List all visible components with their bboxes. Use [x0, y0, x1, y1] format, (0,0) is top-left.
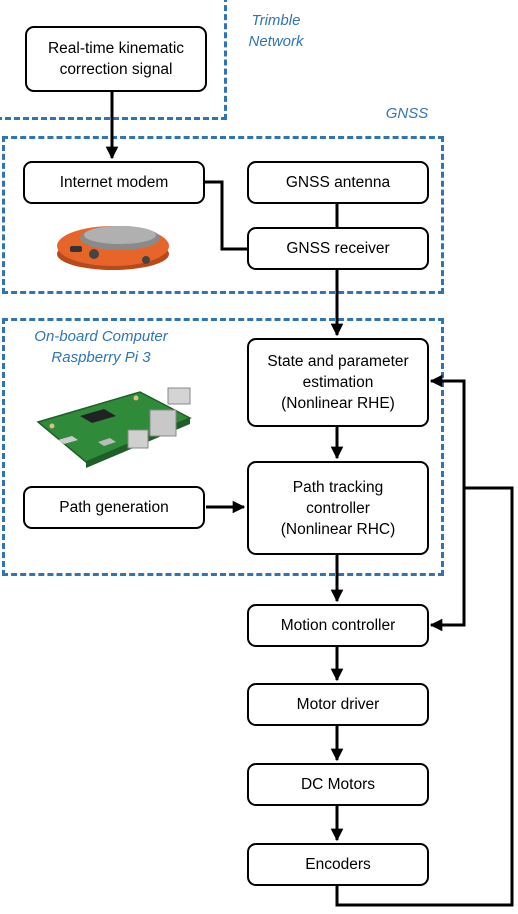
- gnss-region: [2, 136, 444, 294]
- encoders-box: Encoders: [247, 843, 429, 886]
- internet-modem-box: Internet modem: [23, 161, 205, 204]
- gnss-antenna-box: GNSS antenna: [247, 161, 429, 204]
- onboard-computer-region: [2, 318, 444, 576]
- edge-encoders-feedback-to-estimation: [335, 374, 514, 907]
- trimble-network-label: Trimble Network: [248, 12, 304, 50]
- edge-feedback-to-motion: [429, 488, 466, 632]
- motor-driver-box: Motor driver: [247, 683, 429, 726]
- onboard-computer-label: On-board Computer Raspberry Pi 3: [34, 328, 168, 366]
- motion-controller-box: Motion controller: [247, 604, 429, 647]
- path-generation-box: Path generation: [23, 486, 205, 529]
- gnss-receiver-device-image: [57, 226, 169, 270]
- dc-motors-box: DC Motors: [247, 763, 429, 806]
- edge-modem-to-receiver: [204, 180, 248, 251]
- path-tracking-controller-box: Path tracking controller (Nonlinear RHC): [247, 461, 429, 555]
- gnss-receiver-box: GNSS receiver: [247, 227, 429, 270]
- gnss-label: GNSS: [385, 105, 429, 122]
- state-parameter-estimation-box: State and parameter estimation (Nonlinea…: [247, 338, 429, 427]
- rtk-correction-signal-box: Real-time kinematic correction signal: [25, 26, 207, 92]
- raspberry-pi-board-image: [36, 387, 192, 468]
